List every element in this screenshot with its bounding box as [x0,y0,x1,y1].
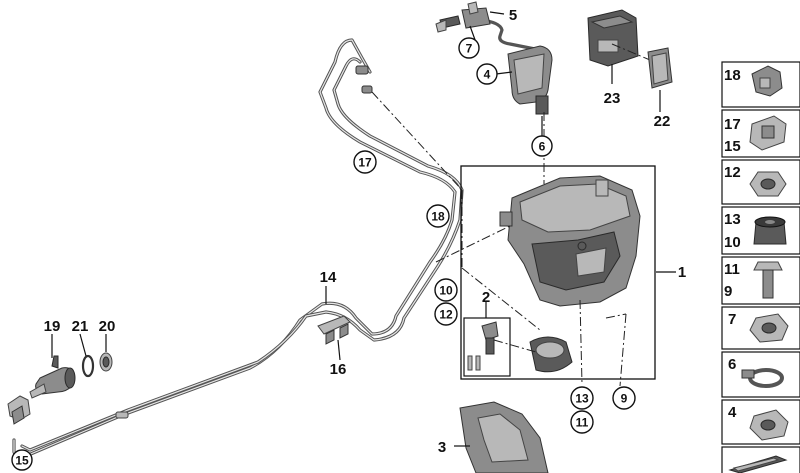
callout-6 [531,135,553,157]
sidebar-box-bottom [721,446,800,473]
sidebar-box-11-9: 11 9 [721,256,800,305]
label-20: 20 [99,318,116,335]
label-4: 4 [484,68,491,82]
label-3: 3 [438,439,446,456]
label-23: 23 [604,90,621,107]
sidebar-box-15-bottom: 15 [724,138,741,155]
label-22: 22 [654,113,671,130]
label-14: 14 [320,269,337,286]
leader-lines [51,11,676,447]
clip-part-16 [317,315,351,345]
label-11: 11 [576,416,589,430]
label-18: 18 [431,210,445,224]
label-17: 17 [358,156,372,170]
part-labels: 5 7 4 6 23 22 1 2 3 17 18 10 12 13 11 9 … [11,7,686,471]
callout-13 [570,386,594,410]
label-16: 16 [330,361,347,378]
connector-part-15 [7,395,31,425]
callout-18 [426,204,450,228]
label-2: 2 [482,289,490,306]
sidebar-box-18: 18 [721,61,800,108]
label-19: 19 [44,318,61,335]
sidebar-box-11-top: 11 [724,261,740,278]
label-5: 5 [509,7,517,24]
hose-assembly-parts-4-5-7 [435,1,553,115]
sidebar-box-13-10: 13 10 [721,206,800,255]
label-21: 21 [72,318,89,335]
sidebar-box-12-top: 12 [724,164,741,181]
callout-11 [570,410,594,434]
callout-7 [458,37,480,59]
label-9: 9 [621,392,628,406]
sidebar-box-17-15: 17 15 [721,109,800,158]
center-lines [371,91,627,387]
sidebar-parts-list: 18 17 15 12 13 10 [721,61,800,473]
callout-4 [476,63,498,85]
label-6: 6 [539,140,546,154]
sidebar-box-9-bottom: 9 [724,283,732,300]
callout-9 [612,386,636,410]
sidebar-box-12: 12 [721,159,800,205]
module-parts-22-23 [587,9,673,89]
sidebar-box-10-bottom: 10 [724,234,741,251]
sidebar-box-17-top: 17 [724,116,741,133]
label-7: 7 [466,42,473,56]
sidebar-box-4: 4 [721,399,800,445]
sidebar-box-4-top: 4 [728,404,737,421]
sidebar-box-13-top: 13 [724,211,741,228]
label-12: 12 [439,308,453,322]
sidebar-box-6: 6 [721,351,800,398]
sensor-part-2 [463,317,573,377]
shield-part-3 [459,401,549,473]
tank-box-part-1 [460,165,656,380]
sidebar-box-6-top: 6 [728,356,736,373]
callout-10 [434,278,458,302]
sidebar-box-7: 7 [721,306,800,350]
callout-15 [11,449,33,471]
filler-neck-parts [29,352,113,399]
pipe-lines [12,38,464,459]
label-15: 15 [15,454,29,468]
callout-12 [434,302,458,326]
sidebar-box-7-top: 7 [728,311,736,328]
sidebar-box-18-top: 18 [724,67,741,84]
label-13: 13 [575,392,589,406]
callout-17 [353,150,377,174]
label-1: 1 [678,264,686,281]
label-10: 10 [439,284,453,298]
